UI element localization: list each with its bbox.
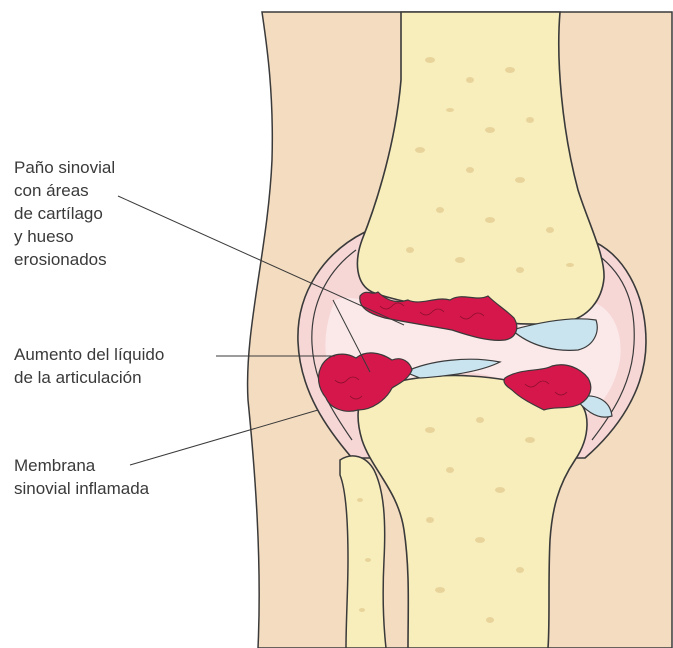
label-fluid-line-2: de la articulación <box>14 366 164 389</box>
label-fluid: Aumento del líquido de la articulación <box>14 343 164 389</box>
label-pannus: Paño sinovial con áreas de cartílago y h… <box>14 156 115 271</box>
label-pannus-line-2: con áreas <box>14 179 115 202</box>
label-membrane-line-1: Membrana <box>14 454 149 477</box>
label-pannus-line-4: y hueso <box>14 225 115 248</box>
label-pannus-line-3: de cartílago <box>14 202 115 225</box>
label-pannus-line-1: Paño sinovial <box>14 156 115 179</box>
label-fluid-line-1: Aumento del líquido <box>14 343 164 366</box>
label-membrane: Membrana sinovial inflamada <box>14 454 149 500</box>
label-membrane-line-2: sinovial inflamada <box>14 477 149 500</box>
label-pannus-line-5: erosionados <box>14 248 115 271</box>
